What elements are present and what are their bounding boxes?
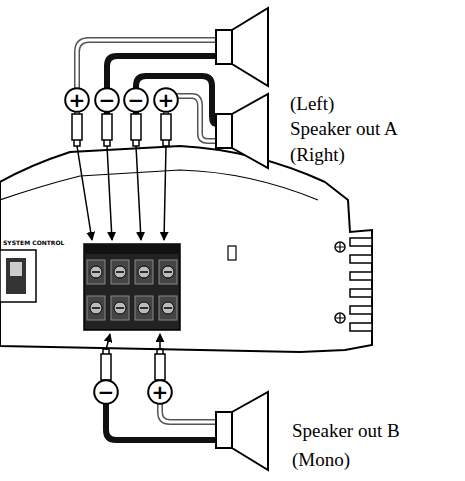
indicator xyxy=(228,246,236,260)
polarity-sign: + xyxy=(152,382,169,402)
output-label: Speaker out B xyxy=(292,421,400,442)
spade-plugs xyxy=(72,114,171,380)
polarity-sign: − xyxy=(99,90,116,110)
amplifier-housing xyxy=(0,146,372,352)
mount-screw xyxy=(335,313,345,323)
heatsink-fins xyxy=(350,238,372,331)
channel-label: (Mono) xyxy=(292,450,350,471)
polarity-circle: + xyxy=(153,87,179,113)
polarity-sign: + xyxy=(69,90,86,110)
housing-edge xyxy=(0,170,318,200)
polarity-sign: + xyxy=(158,90,175,110)
mount-screw xyxy=(335,242,345,252)
polarity-sign: − xyxy=(128,90,145,110)
channel-label: (Left) xyxy=(290,94,334,115)
channel-label: (Right) xyxy=(290,145,345,166)
output-label: Speaker out A xyxy=(290,119,398,140)
polarity-circle: − xyxy=(93,379,119,405)
panel-label: SYSTEM CONTROL xyxy=(3,240,64,247)
polarity-circle: − xyxy=(123,87,149,113)
speaker-wires xyxy=(77,40,216,440)
control-switch xyxy=(10,262,22,276)
mount-screw xyxy=(336,314,344,322)
terminal-screws xyxy=(84,244,180,320)
polarity-circle: + xyxy=(147,379,173,405)
polarity-circle: + xyxy=(64,87,90,113)
insert-arrows xyxy=(77,146,166,350)
speaker xyxy=(216,8,268,470)
control-panel xyxy=(0,250,36,302)
terminal-block xyxy=(84,244,180,330)
polarity-circle: − xyxy=(94,87,120,113)
mount-screw xyxy=(336,243,344,251)
control-switch xyxy=(6,258,26,294)
polarity-sign: − xyxy=(98,382,115,402)
